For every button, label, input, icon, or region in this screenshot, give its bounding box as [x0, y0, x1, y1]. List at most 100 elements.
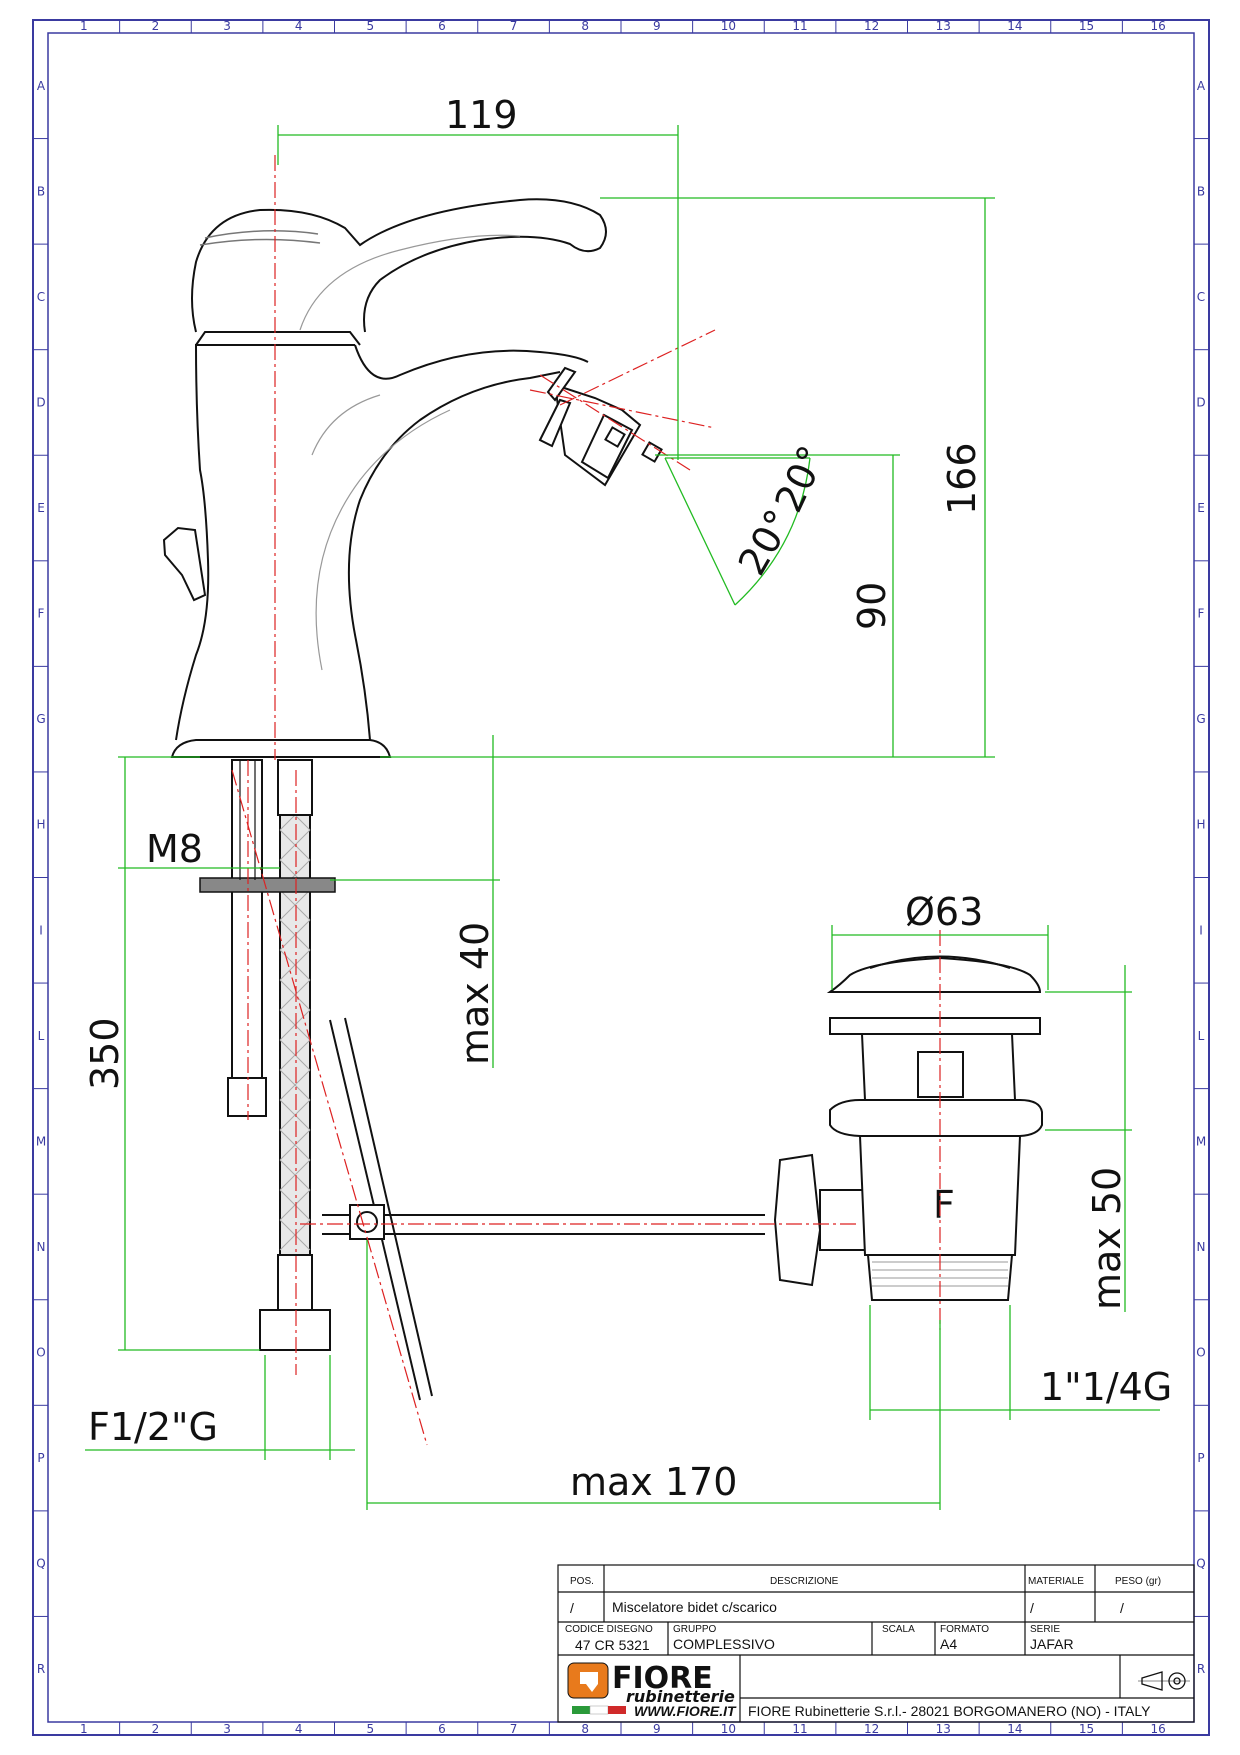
grid-row-label: C — [1197, 290, 1205, 304]
gruppo-label: GRUPPO — [673, 1624, 717, 1635]
grid-row-label: O — [36, 1346, 45, 1360]
grid-row-label: F — [1198, 607, 1205, 621]
logo-subtitle: rubinetterie — [626, 1687, 735, 1706]
grid-row-label: R — [1197, 1662, 1205, 1676]
drain-waste — [826, 955, 1043, 1301]
grid-reference-labels: 1122334455667788991010111112121313141415… — [33, 19, 1209, 1736]
description-value: Miscelatore bidet c/scarico — [612, 1599, 777, 1615]
serie-value: JAFAR — [1030, 1636, 1074, 1652]
grid-column-label: 6 — [438, 1722, 446, 1736]
pop-up-rod — [322, 1017, 866, 1401]
serie-label: SERIE — [1030, 1624, 1060, 1635]
grid-row-label: D — [1196, 395, 1205, 409]
grid-row-label: N — [37, 1240, 46, 1254]
drain-f-mark: F — [933, 1183, 955, 1227]
grid-row-label: E — [1197, 501, 1205, 515]
material-value: / — [1030, 1600, 1034, 1616]
dim-max-40: max 40 — [453, 922, 497, 1065]
dim-350: 350 — [83, 1017, 127, 1090]
grid-column-label: 3 — [223, 19, 231, 33]
dim-max-170: max 170 — [570, 1460, 737, 1504]
mixer-body — [162, 198, 663, 758]
grid-row-label: I — [1199, 923, 1203, 937]
grid-row-label: H — [36, 818, 45, 832]
grid-column-label: 15 — [1079, 1722, 1094, 1736]
grid-column-label: 16 — [1151, 1722, 1166, 1736]
grid-row-label: L — [1198, 1029, 1205, 1043]
projection-symbol-icon — [1138, 1671, 1190, 1691]
grid-column-label: 1 — [80, 19, 88, 33]
dim-166: 166 — [940, 442, 984, 515]
grid-row-label: D — [36, 395, 45, 409]
grid-row-label: M — [36, 1134, 46, 1148]
codice-value: 47 CR 5321 — [575, 1637, 650, 1653]
gruppo-value: COMPLESSIVO — [673, 1636, 775, 1652]
grid-column-label: 1 — [80, 1722, 88, 1736]
grid-row-label: O — [1196, 1346, 1205, 1360]
grid-row-label: A — [1197, 79, 1206, 93]
grid-row-label: G — [36, 712, 45, 726]
dim-90: 90 — [850, 582, 894, 630]
dim-1-1-4g: 1"1/4G — [1040, 1365, 1172, 1409]
company-address: FIORE Rubinetterie S.r.l.- 28021 BORGOMA… — [748, 1703, 1151, 1719]
formato-label: FORMATO — [940, 1624, 989, 1635]
grid-column-label: 4 — [295, 1722, 303, 1736]
grid-row-label: P — [1197, 1451, 1204, 1465]
grid-row-label: M — [1196, 1134, 1206, 1148]
centerlines — [231, 155, 941, 1446]
weight-header: PESO (gr) — [1115, 1576, 1161, 1587]
grid-column-label: 8 — [581, 1722, 589, 1736]
angle-label-1: 20° — [766, 439, 834, 519]
grid-column-label: 5 — [366, 19, 374, 33]
codice-label: CODICE DISEGNO — [565, 1624, 653, 1635]
grid-column-label: 2 — [152, 1722, 160, 1736]
grid-row-label: Q — [1196, 1557, 1205, 1571]
dim-diameter-63: Ø63 — [905, 890, 983, 934]
grid-column-label: 8 — [581, 19, 589, 33]
fiore-logo: FIORE rubinetterie WWW.FIORE.IT — [567, 1661, 737, 1719]
grid-column-label: 9 — [653, 19, 661, 33]
scala-label: SCALA — [882, 1624, 915, 1635]
angle-label-2: 20° — [730, 502, 802, 582]
grid-column-label: 15 — [1079, 19, 1094, 33]
grid-row-label: E — [37, 501, 45, 515]
grid-column-label: 11 — [792, 19, 807, 33]
grid-column-label: 16 — [1151, 19, 1166, 33]
grid-column-label: 5 — [366, 1722, 374, 1736]
grid-row-label: P — [37, 1451, 44, 1465]
grid-column-label: 11 — [792, 1722, 807, 1736]
dim-f1-2g: F1/2"G — [88, 1405, 218, 1449]
grid-column-label: 6 — [438, 19, 446, 33]
grid-column-label: 13 — [936, 1722, 951, 1736]
grid-row-label: B — [1197, 184, 1205, 198]
material-header: MATERIALE — [1028, 1576, 1084, 1587]
grid-row-label: A — [37, 79, 46, 93]
grid-column-label: 9 — [653, 1722, 661, 1736]
dim-max-50: max 50 — [1085, 1167, 1129, 1310]
grid-row-label: B — [37, 184, 45, 198]
grid-column-label: 4 — [295, 19, 303, 33]
pos-header: POS. — [570, 1576, 594, 1587]
grid-row-label: L — [38, 1029, 45, 1043]
grid-row-label: F — [38, 607, 45, 621]
description-header: DESCRIZIONE — [770, 1576, 839, 1587]
logo-url: WWW.FIORE.IT — [634, 1703, 737, 1719]
grid-column-label: 13 — [936, 19, 951, 33]
weight-value: / — [1120, 1600, 1124, 1616]
grid-row-label: N — [1197, 1240, 1206, 1254]
grid-column-label: 10 — [721, 1722, 736, 1736]
grid-row-label: C — [37, 290, 45, 304]
grid-row-label: H — [1196, 818, 1205, 832]
grid-row-label: G — [1196, 712, 1205, 726]
logo-wordmark: FIORE — [612, 1661, 713, 1696]
grid-column-label: 2 — [152, 19, 160, 33]
grid-column-label: 14 — [1007, 19, 1022, 33]
pos-value: / — [570, 1600, 574, 1616]
grid-row-label: Q — [36, 1557, 45, 1571]
grid-column-label: 12 — [864, 1722, 879, 1736]
dimension-lines — [85, 125, 1160, 1510]
grid-column-label: 10 — [721, 19, 736, 33]
dim-m8: M8 — [146, 827, 203, 871]
grid-row-label: R — [37, 1662, 45, 1676]
